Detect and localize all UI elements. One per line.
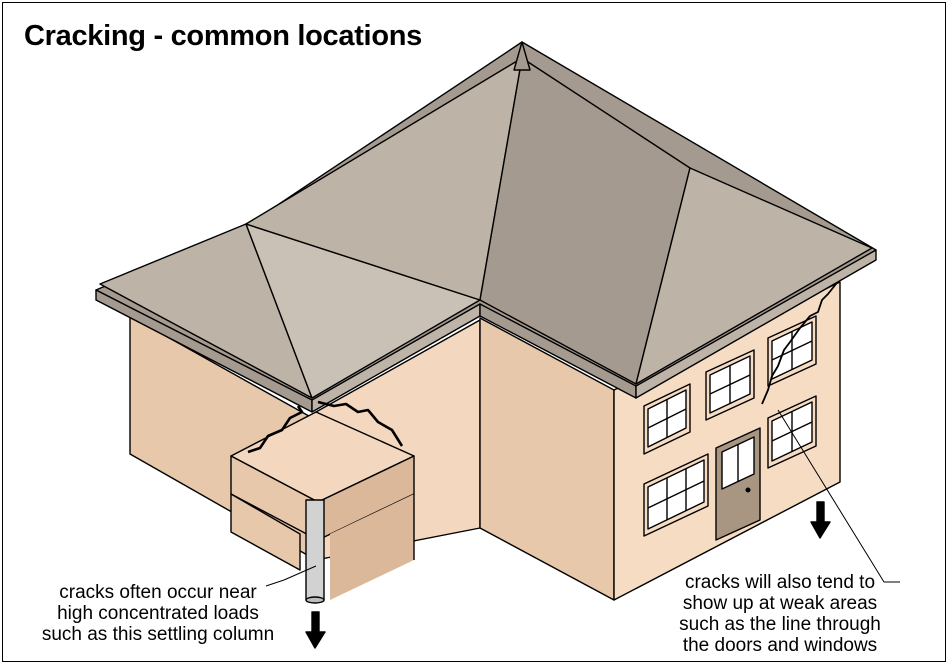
front-door xyxy=(715,427,761,541)
settlement-arrow-icon xyxy=(810,501,831,539)
roof-right-hip xyxy=(635,167,873,385)
porch-side-left xyxy=(230,493,301,571)
window xyxy=(643,383,691,455)
callout-windows-text: cracks will also tend to show up at weak… xyxy=(640,572,920,656)
callout-line: cracks will also tend to xyxy=(684,572,876,593)
crack-line xyxy=(317,400,404,447)
windows-group xyxy=(643,315,817,537)
window xyxy=(643,453,709,537)
window xyxy=(705,349,755,421)
crack-line xyxy=(247,405,304,454)
roof-fascia-right xyxy=(635,249,877,399)
callout-line: the doors and windows xyxy=(682,635,878,656)
callout-line: high concentrated loads xyxy=(57,603,259,624)
diagram-title: Cracking - common locations xyxy=(24,20,422,52)
crack-line xyxy=(761,283,837,405)
callout-line: such as the line through xyxy=(679,614,881,635)
callout-line: show up at weak areas xyxy=(682,593,878,614)
leader-line-column xyxy=(265,565,317,587)
window xyxy=(767,315,817,387)
callout-line: cracks often occur near xyxy=(59,582,257,603)
roof-ridge-cap xyxy=(513,41,531,71)
callout-column-text: cracks often occur near high concentrate… xyxy=(8,582,308,645)
porch-side-right xyxy=(330,494,414,600)
callout-line: such as this settling column xyxy=(41,624,275,645)
settling-column xyxy=(305,499,325,601)
settlement-arrow-icon xyxy=(305,611,326,649)
leader-line-windows xyxy=(777,409,900,583)
